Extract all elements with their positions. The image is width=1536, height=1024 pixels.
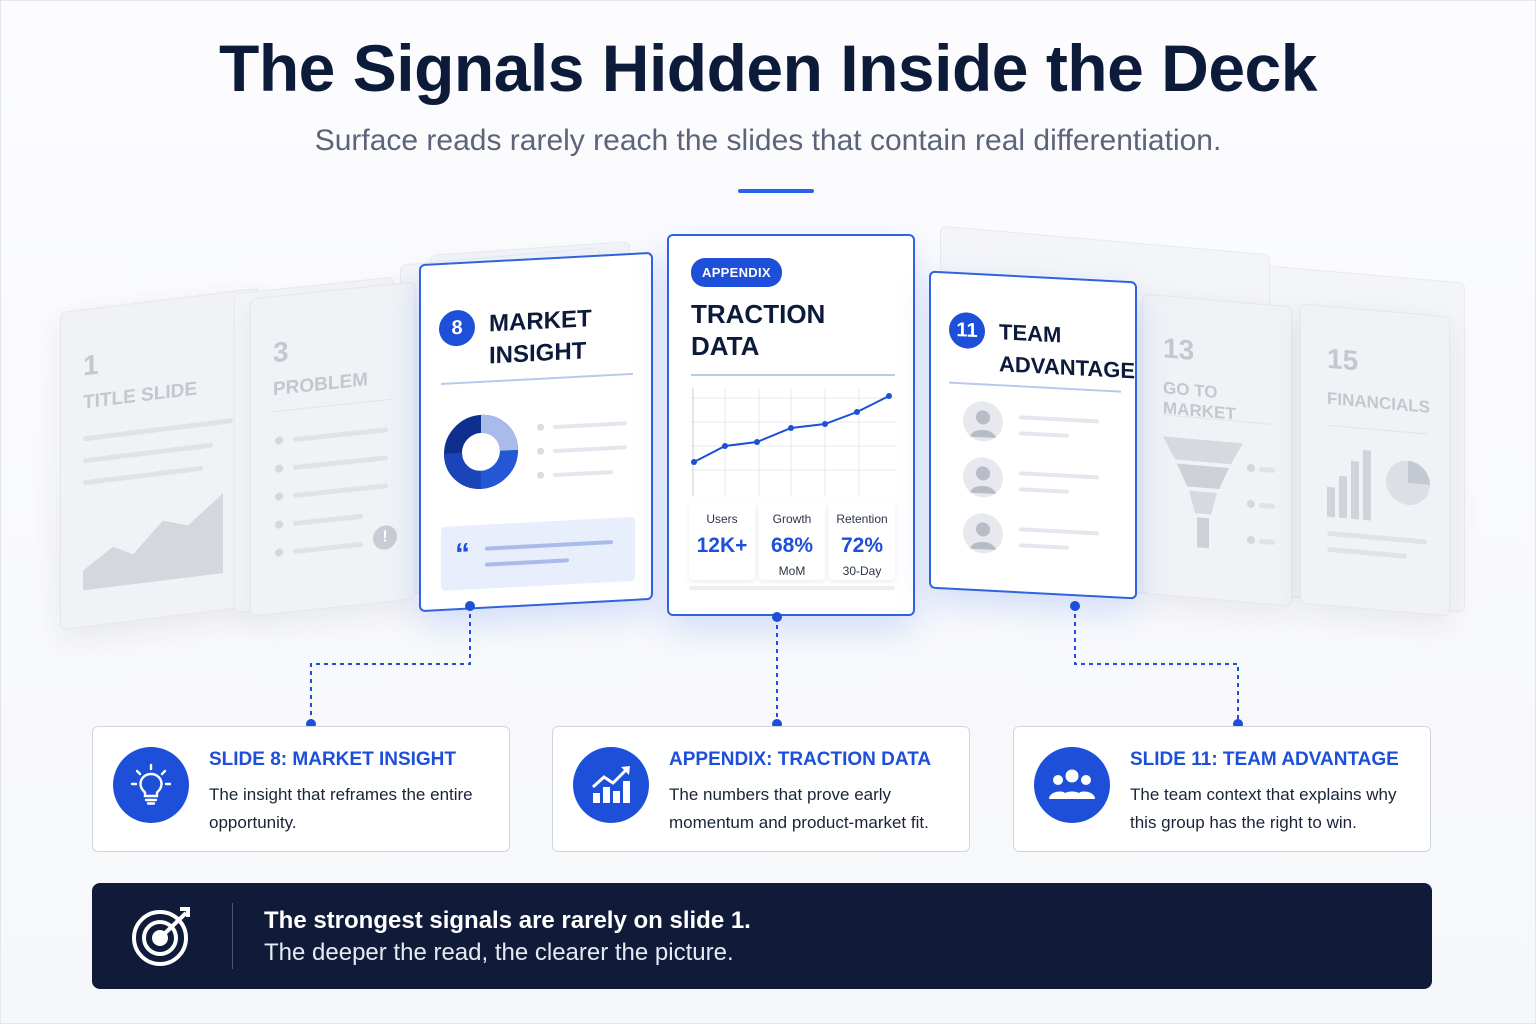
metric-users: Users 12K+ [689,502,755,580]
slide-go-to-market: 13 GO TO MARKET [1142,293,1292,607]
page-title: The Signals Hidden Inside the Deck [219,31,1317,105]
card-team-advantage[interactable]: SLIDE 11: TEAM ADVANTAGE The team contex… [1013,726,1431,852]
banner-headline: The strongest signals are rarely on slid… [264,907,751,934]
slide-financials: 15 FINANCIALS [1300,303,1450,617]
slide-title: 1 TITLE SLIDE [60,287,260,631]
growth-chart-icon [573,747,649,823]
bar-chart-icon [1327,449,1371,521]
avatar [963,456,1003,499]
avatar [963,512,1003,555]
avatar [963,400,1003,443]
card-text: The numbers that prove early momentum an… [669,785,929,832]
card-title: SLIDE 8: MARKET INSIGHT [209,749,457,770]
metric-growth: Growth 68% MoM [759,502,825,580]
card-title: APPENDIX: TRACTION DATA [669,749,932,770]
donut-chart-icon [444,414,518,489]
slide-traction-data[interactable]: APPENDIX TRACTION DATA Users 12K+ Growth… [667,234,915,616]
title-underline [738,189,814,193]
card-title: SLIDE 11: TEAM ADVANTAGE [1130,749,1399,770]
slide-heading: TRACTION DATA [691,299,826,361]
area-chart-icon [83,493,223,591]
funnel-icon [1163,436,1243,549]
takeaway-banner: The strongest signals are rarely on slid… [92,883,1432,989]
target-icon [132,907,190,966]
appendix-badge: APPENDIX [691,258,782,287]
banner-subline: The deeper the read, the clearer the pic… [264,939,734,966]
card-text: The insight that reframes the entire opp… [209,785,473,832]
line-chart-icon [691,388,897,496]
slide-team-advantage[interactable]: 11 TEAM ADVANTAGE [929,270,1137,600]
banner-divider [232,903,233,969]
card-traction-data[interactable]: APPENDIX: TRACTION DATA The numbers that… [552,726,970,852]
card-text: The team context that explains why this … [1130,785,1397,832]
card-market-insight[interactable]: SLIDE 8: MARKET INSIGHT The insight that… [92,726,510,852]
team-icon [1034,747,1110,823]
page-subtitle: Surface reads rarely reach the slides th… [314,124,1222,157]
lightbulb-icon [113,747,189,823]
metric-retention: Retention 72% 30-Day [829,502,895,580]
pie-chart-icon [1386,460,1430,505]
slide-market-insight[interactable]: 8 MARKET INSIGHT “ [419,251,653,613]
